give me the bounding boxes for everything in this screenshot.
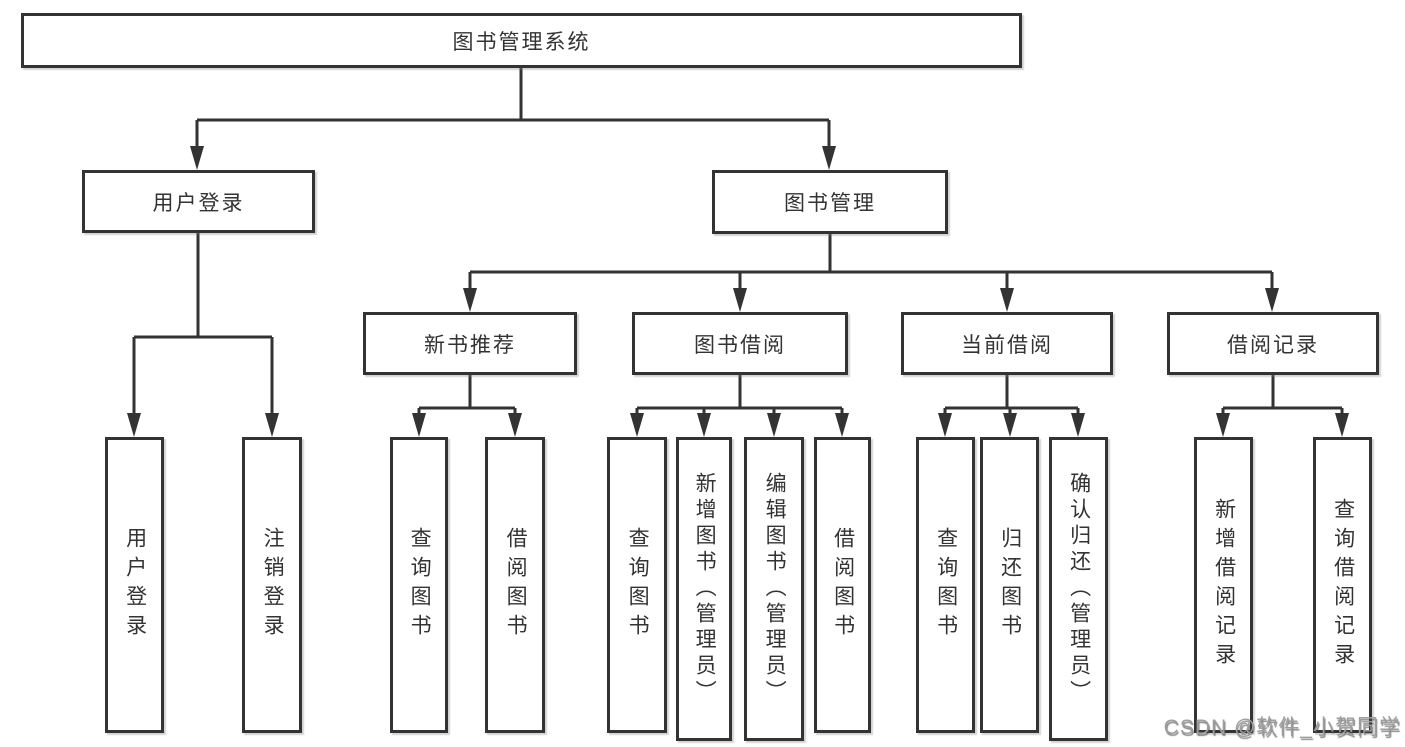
leaf-logout-label: 注销登录: [261, 527, 285, 643]
node-user-login-label: 用户登录: [152, 191, 245, 215]
csdn-watermark: CSDN @软件_小贺同学: [1163, 716, 1401, 739]
node-book-management-label: 图书管理: [784, 192, 876, 215]
leaf-confirm-return-admin-label: 确认归还（管理员）: [1067, 472, 1091, 706]
node-root-label: 图书管理系统: [452, 30, 591, 54]
leaf-borrowing-borrow-book-label: 借阅图书: [831, 527, 855, 643]
leaf-recommend-query-book-label: 查询图书: [408, 527, 432, 643]
leaf-return-book: 归还图书: [980, 437, 1039, 733]
node-user-login: 用户登录: [82, 170, 315, 233]
leaf-current-query-book: 查询图书: [916, 437, 975, 733]
leaf-edit-book-admin-label: 编辑图书（管理员）: [763, 472, 787, 706]
leaf-add-book-admin: 新增图书（管理员）: [676, 437, 732, 741]
leaf-current-query-book-label: 查询图书: [934, 527, 958, 643]
leaf-user-login-label: 用户登录: [123, 527, 147, 643]
leaf-borrowing-query-book: 查询图书: [607, 437, 667, 733]
leaf-add-borrow-record: 新增借阅记录: [1194, 437, 1253, 733]
leaf-recommend-borrow-book: 借阅图书: [485, 437, 545, 733]
node-borrowing-records: 借阅记录: [1167, 312, 1379, 375]
leaf-add-book-admin-label: 新增图书（管理员）: [693, 472, 717, 706]
leaf-recommend-borrow-book-label: 借阅图书: [504, 527, 528, 643]
node-new-book-recommend-label: 新书推荐: [424, 333, 516, 357]
leaf-add-borrow-record-label: 新增借阅记录: [1212, 498, 1236, 672]
leaf-return-book-label: 归还图书: [998, 527, 1022, 643]
leaf-edit-book-admin: 编辑图书（管理员）: [744, 437, 804, 741]
leaf-query-borrow-record-label: 查询借阅记录: [1331, 498, 1355, 672]
node-current-borrowing: 当前借阅: [901, 312, 1113, 375]
leaf-confirm-return-admin: 确认归还（管理员）: [1049, 437, 1108, 741]
leaf-query-borrow-record: 查询借阅记录: [1313, 437, 1372, 733]
leaf-logout: 注销登录: [242, 437, 302, 733]
node-current-borrowing-label: 当前借阅: [961, 333, 1053, 357]
node-book-management: 图书管理: [712, 170, 948, 234]
node-root: 图书管理系统: [21, 13, 1022, 68]
node-borrowing-records-label: 借阅记录: [1227, 333, 1319, 357]
leaf-user-login: 用户登录: [105, 437, 164, 733]
leaf-recommend-query-book: 查询图书: [390, 437, 448, 733]
node-new-book-recommend: 新书推荐: [363, 312, 577, 375]
node-book-borrowing-label: 图书借阅: [694, 333, 786, 357]
leaf-borrowing-borrow-book: 借阅图书: [814, 437, 871, 733]
leaf-borrowing-query-book-label: 查询图书: [626, 527, 650, 643]
node-book-borrowing: 图书借阅: [632, 312, 848, 375]
